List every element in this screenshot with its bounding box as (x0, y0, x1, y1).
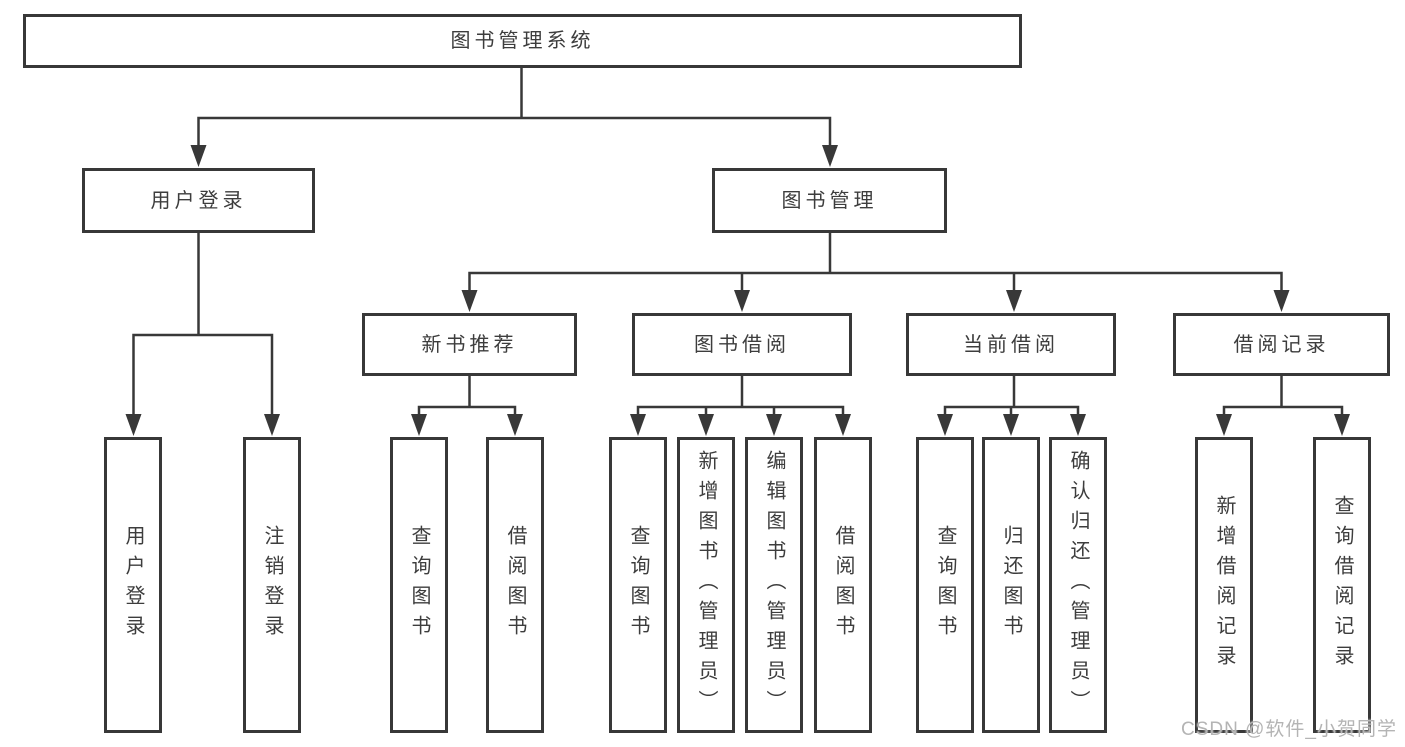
connector-root-to-level2 (190, 66, 838, 167)
connector-book-borrowing-to-leaves (630, 374, 851, 436)
leaf-user-login-label: 用户登录 (122, 525, 144, 645)
leaf-cb-query-books: 查询图书 (916, 437, 974, 733)
node-user-login: 用户登录 (82, 168, 315, 233)
arrow-down-icon (461, 290, 478, 312)
arrow-down-icon (1334, 414, 1350, 436)
arrow-down-icon (125, 414, 142, 436)
connector-book-management-to-level3 (461, 231, 1290, 312)
leaf-nbr-borrow-books: 借阅图书 (486, 437, 544, 733)
leaf-bb-edit-books-label: 编辑图书（管理员） (763, 450, 785, 720)
node-new-book-recommend: 新书推荐 (362, 313, 577, 376)
leaf-bb-add-books: 新增图书（管理员） (677, 437, 735, 733)
connector-current-borrowing-to-leaves (937, 374, 1086, 436)
leaf-bb-borrow-books: 借阅图书 (814, 437, 872, 733)
arrow-down-icon (1216, 414, 1232, 436)
node-root: 图书管理系统 (23, 14, 1022, 68)
arrow-down-icon (835, 414, 851, 436)
connector-user-login-to-leaves (125, 231, 280, 436)
node-book-borrowing: 图书借阅 (632, 313, 852, 376)
leaf-bb-add-books-label: 新增图书（管理员） (695, 450, 717, 720)
leaf-br-query-record-label: 查询借阅记录 (1331, 495, 1353, 675)
arrow-down-icon (630, 414, 646, 436)
leaf-user-login: 用户登录 (104, 437, 162, 733)
leaf-br-add-record: 新增借阅记录 (1195, 437, 1253, 733)
node-borrowing-records-label: 借阅记录 (1233, 333, 1330, 356)
leaf-cb-return-books-label: 归还图书 (1000, 525, 1022, 645)
leaf-nbr-query-books: 查询图书 (390, 437, 448, 733)
node-book-management: 图书管理 (712, 168, 947, 233)
leaf-bb-borrow-books-label: 借阅图书 (832, 525, 854, 645)
leaf-cb-query-books-label: 查询图书 (934, 525, 956, 645)
arrow-down-icon (1006, 290, 1022, 312)
leaf-bb-query-books: 查询图书 (609, 437, 667, 733)
leaf-cb-return-books: 归还图书 (982, 437, 1040, 733)
arrow-down-icon (698, 414, 714, 436)
node-root-label: 图书管理系统 (450, 30, 595, 52)
arrow-down-icon (1273, 290, 1290, 312)
leaf-logout: 注销登录 (243, 437, 301, 733)
node-user-login-label: 用户登录 (150, 189, 247, 212)
node-new-book-recommend-label: 新书推荐 (421, 333, 518, 356)
arrow-down-icon (937, 414, 953, 436)
arrow-down-icon (734, 290, 750, 312)
leaf-nbr-borrow-books-label: 借阅图书 (504, 525, 526, 645)
arrow-down-icon (1003, 414, 1019, 436)
connector-new-book-recommend-to-leaves (411, 374, 523, 436)
watermark: CSDN @软件_小贺同学 (1181, 719, 1397, 740)
node-current-borrowing-label: 当前借阅 (963, 333, 1059, 356)
connector-borrowing-records-to-leaves (1216, 374, 1350, 436)
arrow-down-icon (507, 414, 523, 436)
node-book-borrowing-label: 图书借阅 (694, 333, 790, 356)
leaf-br-add-record-label: 新增借阅记录 (1213, 495, 1235, 675)
arrow-down-icon (411, 414, 427, 436)
arrow-down-icon (264, 414, 280, 436)
arrow-down-icon (822, 145, 838, 167)
arrow-down-icon (190, 145, 207, 167)
node-current-borrowing: 当前借阅 (906, 313, 1116, 376)
leaf-bb-edit-books: 编辑图书（管理员） (745, 437, 803, 733)
leaf-br-query-record: 查询借阅记录 (1313, 437, 1371, 733)
arrow-down-icon (766, 414, 782, 436)
leaf-logout-label: 注销登录 (261, 525, 283, 645)
leaf-cb-confirm-return-label: 确认归还（管理员） (1067, 450, 1089, 720)
arrow-down-icon (1070, 414, 1086, 436)
leaf-bb-query-books-label: 查询图书 (627, 525, 649, 645)
node-borrowing-records: 借阅记录 (1173, 313, 1390, 376)
leaf-cb-confirm-return: 确认归还（管理员） (1049, 437, 1107, 733)
leaf-nbr-query-books-label: 查询图书 (408, 525, 430, 645)
node-book-management-label: 图书管理 (781, 189, 878, 212)
